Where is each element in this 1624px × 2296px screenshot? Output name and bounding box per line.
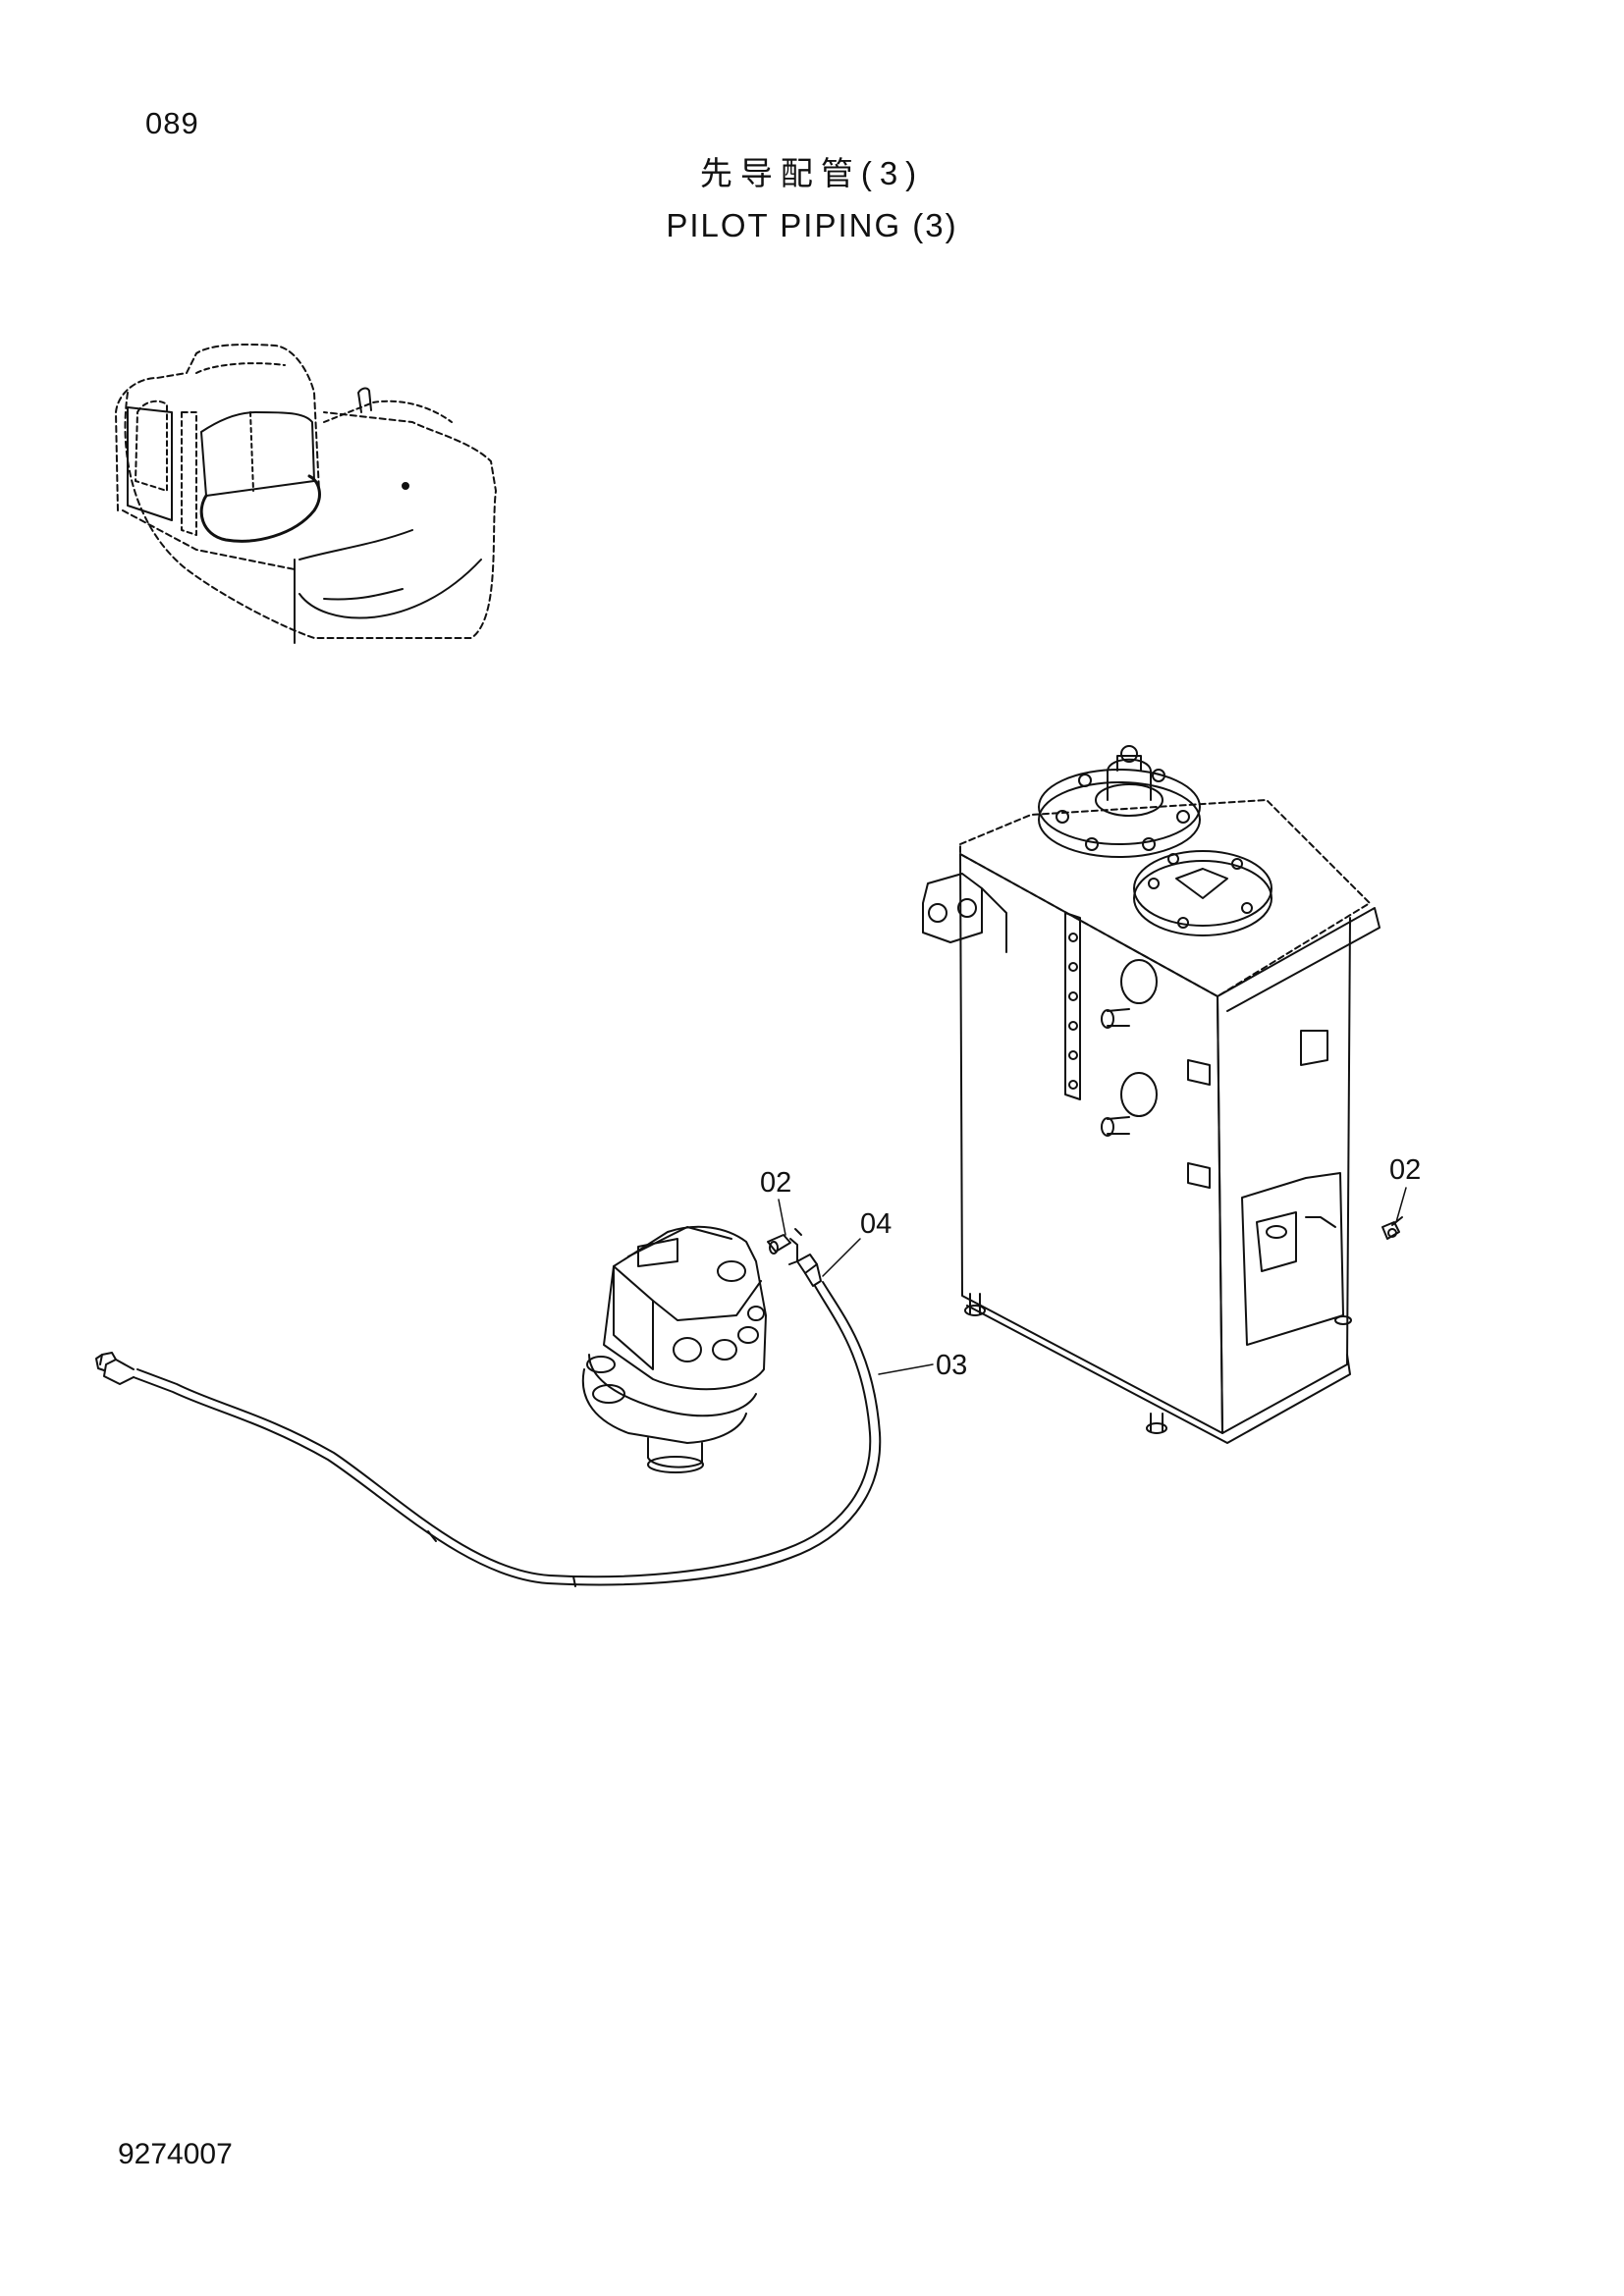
title-chinese: 先导配管(3) [699,155,925,191]
callout-02-tank-fitting: 02 [1389,1154,1422,1186]
leader-lines [778,1187,1407,1375]
hydraulic-tank [922,745,1403,1444]
page-title: 先导配管(3) PILOT PIPING (3) [0,152,1624,250]
document-code: 9274007 [118,2138,233,2170]
pilot-hose [95,1254,882,1587]
callout-02-motor-fitting: 02 [760,1167,792,1199]
title-english: PILOT PIPING (3) [666,207,958,243]
callout-04-hose-fitting: 04 [860,1208,893,1240]
swing-motor [581,1225,802,1473]
excavator-locator-view [115,343,497,644]
callout-03-pilot-hose: 03 [936,1350,968,1381]
page-number: 089 [145,106,199,140]
